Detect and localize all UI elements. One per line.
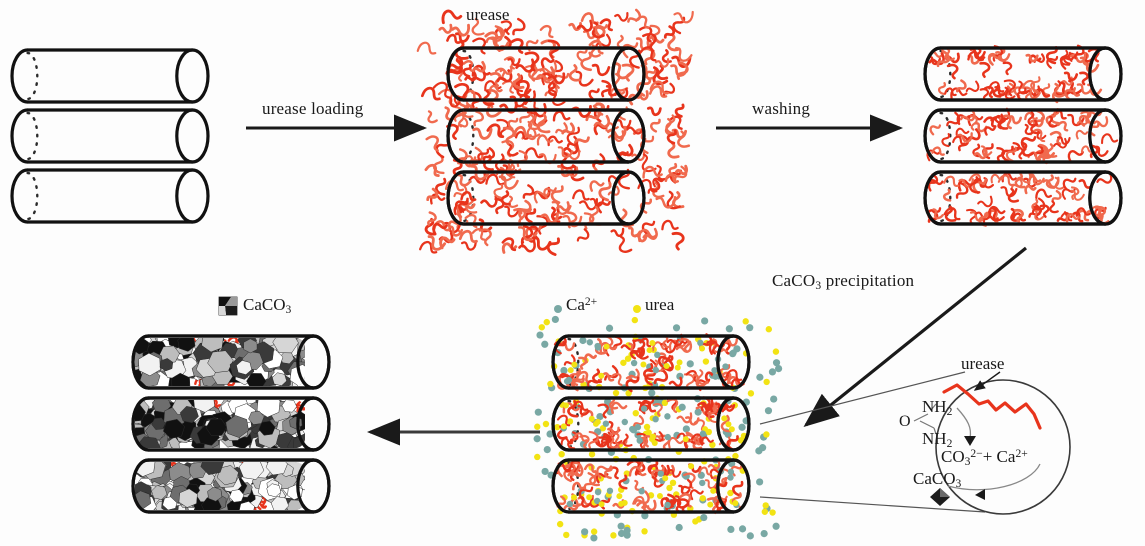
carbonate-text: CO bbox=[941, 447, 965, 466]
legend-label-calcium: Ca2+ bbox=[566, 296, 597, 313]
bare-tube-3 bbox=[10, 168, 210, 224]
inset-circle bbox=[935, 379, 1071, 515]
carbonate-sup: 2− bbox=[970, 447, 983, 461]
product-text: CaCO bbox=[913, 469, 956, 488]
inset-arrow-step1 bbox=[956, 407, 972, 439]
urease-wall-layer-2 bbox=[926, 107, 1119, 165]
carbonate-sub: 3 bbox=[964, 455, 971, 469]
bare-tube-2 bbox=[10, 108, 210, 164]
calcium-sup: 2+ bbox=[1015, 447, 1028, 461]
caco3-crystal-icon bbox=[218, 296, 238, 316]
bare-tube-1 bbox=[10, 48, 210, 104]
inset-label-caco3-product: CaCO3 bbox=[913, 470, 961, 490]
urease-loaded-stage bbox=[416, 8, 694, 257]
caco3-precip-sub: 3 bbox=[815, 279, 822, 293]
nh2-bottom-sub: 2 bbox=[946, 437, 953, 451]
urease-squiggle-icon bbox=[441, 9, 463, 25]
bare-tubes-stage bbox=[10, 48, 210, 224]
inset-urease-pointer bbox=[973, 371, 1001, 391]
caco3-crystal-fill-2 bbox=[135, 400, 305, 448]
caco3-precip-tail: precipitation bbox=[821, 271, 915, 290]
legend-caco3-main: CaCO bbox=[243, 295, 286, 314]
nh2-bottom-text: NH bbox=[922, 429, 947, 448]
inset-arrow-step2 bbox=[947, 463, 1041, 491]
inset-urease-strand bbox=[942, 383, 1042, 430]
process-arrows bbox=[246, 114, 1028, 513]
calcium-dot-icon bbox=[554, 305, 562, 313]
legend-calcium-sup: 2+ bbox=[584, 295, 598, 309]
legend-label-caco3: CaCO3 bbox=[243, 296, 291, 316]
caco3-crystal-fill-3 bbox=[135, 462, 305, 510]
legend-label-urea: urea bbox=[645, 295, 675, 314]
nh2-top-text: NH bbox=[922, 397, 947, 416]
legend-caco3-sub: 3 bbox=[285, 303, 292, 317]
precipitation-stage bbox=[533, 315, 783, 542]
inset-label-nh2-bottom: NH2 bbox=[922, 430, 952, 450]
inset-pointer-label-urease: urease bbox=[961, 354, 1005, 373]
arrow-caco3-precipitation bbox=[803, 246, 1028, 428]
urease-wall-layer-1 bbox=[927, 44, 1103, 104]
inset-label-carbonate-calcium: CO32−+ Ca2+ bbox=[941, 448, 1028, 468]
arrow-label-caco3-precipitation: CaCO3 precipitation bbox=[772, 272, 914, 292]
urease-wall-layer-p2 bbox=[556, 396, 739, 452]
reaction-mechanism-inset bbox=[913, 371, 1071, 515]
washed-tubes-stage bbox=[923, 44, 1123, 227]
product-sub: 3 bbox=[955, 477, 962, 491]
legend-icons bbox=[218, 9, 641, 316]
inset-callout-lines bbox=[759, 371, 986, 513]
nh2-top-sub: 2 bbox=[946, 405, 953, 419]
legend-calcium-main: Ca bbox=[566, 295, 585, 314]
inset-label-nh2-top: NH2 bbox=[922, 398, 952, 418]
caco3-precip-main: CaCO bbox=[772, 271, 816, 290]
urease-wall-layer-p1 bbox=[553, 333, 745, 393]
caco3-filled-stage bbox=[131, 334, 331, 514]
inset-label-o: O bbox=[899, 413, 911, 430]
legend-label-urease: urease bbox=[466, 5, 510, 24]
arrow-label-urease-loading: urease loading bbox=[262, 99, 364, 118]
urease-squiggle-field bbox=[416, 8, 694, 257]
calcium-plus-text: + Ca bbox=[982, 447, 1016, 466]
caco3-crystal-fill-1 bbox=[135, 338, 305, 386]
urease-wall-layer-3 bbox=[927, 170, 1113, 227]
arrow-label-washing: washing bbox=[752, 99, 811, 118]
urea-dot-icon bbox=[633, 305, 641, 313]
